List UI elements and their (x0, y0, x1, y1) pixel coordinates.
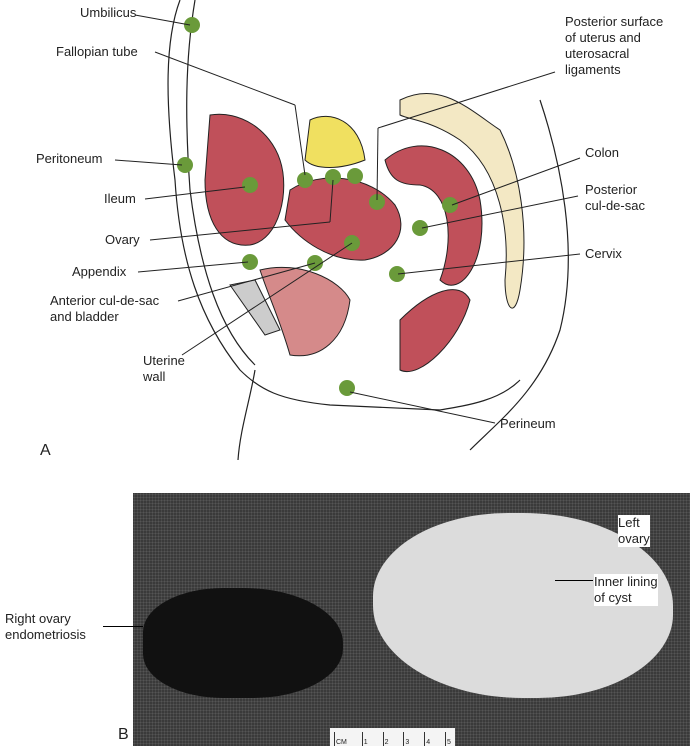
label-anterior-cul-de-sac: Anterior cul-de-sac and bladder (50, 293, 160, 324)
panel-letter-b: B (118, 726, 129, 743)
label-left-ovary: Left ovary (618, 515, 650, 547)
bladder-shape (259, 266, 351, 357)
arrow-inner-lining (555, 580, 593, 581)
lesion-icon (389, 266, 405, 282)
label-posterior-surface: Posterior surface of uterus and uterosac… (565, 14, 664, 77)
label-right-ovary: Right ovary endometriosis (5, 611, 86, 642)
label-ileum: Ileum (104, 191, 136, 206)
label-appendix: Appendix (72, 264, 127, 279)
ruler-tick: 3 (403, 732, 409, 746)
label-uterine-wall: Uterine wall (143, 353, 185, 384)
lesion-icon (177, 157, 193, 173)
ruler-tick: 2 (382, 732, 389, 746)
label-posterior-cul-de-sac: Posterior cul-de-sac (585, 182, 645, 213)
fallopian-tube-shape (304, 115, 366, 168)
label-umbilicus: Umbilicus (80, 5, 137, 20)
label-colon: Colon (585, 145, 619, 160)
ruler-tick: 4 (424, 732, 430, 746)
body-outline (167, 0, 521, 411)
panel-letter-a: A (40, 442, 51, 459)
lesion-icon (369, 194, 385, 210)
pelvis-illustration (114, 0, 581, 461)
label-peritoneum: Peritoneum (36, 151, 103, 166)
lesion-icon (339, 380, 355, 396)
lesion-icon (242, 177, 258, 193)
lesion-icon (442, 197, 458, 213)
colon-shape (384, 145, 483, 286)
lesion-icon (412, 220, 428, 236)
lesion-icon (297, 172, 313, 188)
label-ovary: Ovary (105, 232, 140, 247)
scale-ruler: CM 1 2 3 4 5 (330, 728, 455, 746)
lesion-icon (325, 169, 341, 185)
ruler-unit: CM (334, 732, 347, 746)
right-ovary-specimen (143, 588, 343, 698)
label-perineum: Perineum (500, 416, 556, 431)
sacrum (399, 92, 525, 309)
rectum-shape (399, 289, 471, 373)
arrow-right-ovary (103, 626, 143, 627)
label-inner-lining: Inner lining of cyst (594, 574, 658, 606)
lesion-icon (184, 17, 200, 33)
lesion-icon (347, 168, 363, 184)
leader-lines (114, 14, 581, 424)
lesion-icon (242, 254, 258, 270)
ruler-tick: 5 (445, 732, 451, 746)
uterus-shape (284, 177, 402, 261)
label-cervix: Cervix (585, 246, 622, 261)
ruler-tick: 1 (361, 732, 368, 746)
label-fallopian-tube: Fallopian tube (56, 44, 138, 59)
specimen-photo (133, 493, 690, 746)
